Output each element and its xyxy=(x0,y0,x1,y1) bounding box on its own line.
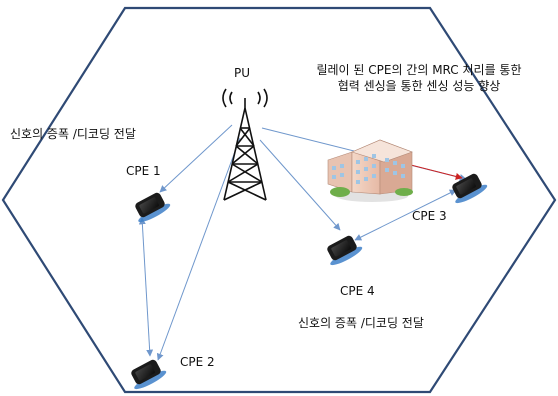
pu-label: PU xyxy=(234,66,251,80)
cell-boundary xyxy=(1,6,557,394)
caption-line1: 릴레이 된 CPE의 간의 MRC 처리를 통한 xyxy=(316,63,522,77)
cpe1-label: CPE 1 xyxy=(126,164,161,178)
amplify-label-bottom: 신호의 증폭 /디코딩 전달 xyxy=(298,316,424,330)
cpe4-phone-icon xyxy=(327,235,363,266)
pu-tower-icon xyxy=(222,88,268,201)
cpe3-phone-icon xyxy=(452,173,488,204)
cpe4-label: CPE 4 xyxy=(340,284,375,298)
cpe3-label: CPE 3 xyxy=(412,209,447,223)
caption: 릴레이 된 CPE의 간의 MRC 처리를 통한 협력 센싱을 통한 센싱 성능… xyxy=(284,62,554,94)
cpe1-phone-icon xyxy=(135,192,171,223)
link-pu-cpe1 xyxy=(159,124,233,193)
link-pu-cpe4 xyxy=(259,139,341,231)
cpe2-label: CPE 2 xyxy=(180,355,215,369)
building-icon xyxy=(327,139,413,202)
cpe2-phone-icon xyxy=(131,359,167,390)
relay-link-cpe1-cpe2 xyxy=(138,217,154,357)
link-pu-cpe2 xyxy=(156,137,241,361)
caption-line2: 협력 센싱을 통한 센싱 성능 향상 xyxy=(337,79,501,94)
amplify-label-top: 신호의 증폭 /디코딩 전달 xyxy=(10,127,136,141)
relay-link-cpe4-cpe3 xyxy=(354,189,457,241)
